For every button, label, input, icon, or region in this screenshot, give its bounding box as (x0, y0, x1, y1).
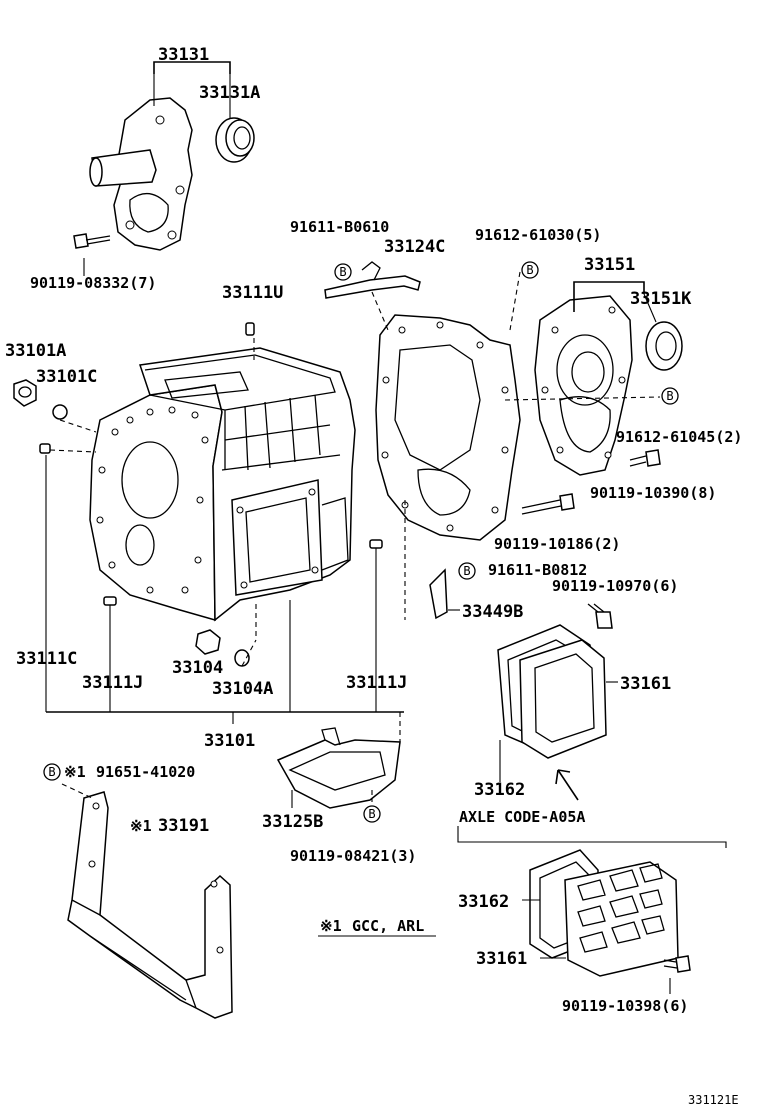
label-33104A: 33104A (212, 679, 273, 699)
label-33131A: 33131A (199, 83, 260, 103)
bolt-90119-08332-drawing (73, 233, 111, 249)
note-symbol: ※1 (320, 917, 342, 935)
breather-hose-drawing (324, 261, 421, 299)
label-33104: 33104 (172, 658, 223, 678)
case-fittings-drawing (13, 322, 383, 667)
label-33151: 33151 (584, 255, 635, 275)
bracket-33191-drawing (67, 791, 233, 1019)
label-33125B: 33125B (262, 812, 323, 832)
label-90119-08332: 90119-08332(7) (30, 274, 156, 292)
axle-code-label: AXLE CODE-A05A (459, 808, 585, 826)
transmission-case-drawing (89, 347, 356, 622)
label-33111C: 33111C (16, 649, 77, 669)
label-33162: 33162 (474, 780, 525, 800)
label-91611-B0610: 91611-B0610 (290, 218, 389, 236)
label-33161: 33161 (620, 674, 671, 694)
oil-seal-33131A-drawing (215, 117, 255, 163)
label-33101: 33101 (204, 731, 255, 751)
bolt-group-b-marker: B (43, 763, 61, 781)
label-90119-08421: 90119-08421(3) (290, 847, 416, 865)
note-text: GCC, ARL (352, 917, 424, 935)
label-33111J: 33111J (346, 673, 407, 693)
svg-text:B: B (666, 389, 673, 403)
label-33111U: 33111U (222, 283, 283, 303)
protector-33125B-drawing (276, 727, 401, 809)
extension-housing-drawing (89, 97, 193, 251)
diagram-code: 331121E (688, 1093, 739, 1107)
svg-text:B: B (368, 807, 375, 821)
label-33131: 33131 (158, 45, 209, 65)
label-33191: 33191 (158, 816, 209, 836)
bolt-group-b-marker: B (334, 263, 352, 281)
svg-text:B: B (48, 765, 55, 779)
label-33449B: 33449B (462, 602, 523, 622)
label-90119-10398: 90119-10398(6) (562, 997, 688, 1015)
oil-seal-33151K-drawing (645, 321, 683, 371)
label-91651-41020: 91651-41020 (96, 763, 195, 781)
bolt-group-b-marker: B (521, 261, 539, 279)
svg-text:B: B (339, 265, 346, 279)
bracket-33449B-drawing (429, 568, 448, 620)
note-symbol: ※1 (130, 817, 152, 835)
bolt-group-b-marker: B (661, 387, 679, 405)
label-33161: 33161 (476, 949, 527, 969)
label-33101C: 33101C (36, 367, 97, 387)
bolt-90119-10970-drawing (587, 603, 613, 629)
bolt-group-b-marker: B (363, 805, 381, 823)
svg-text:B: B (463, 564, 470, 578)
label-33151K: 33151K (630, 289, 692, 309)
label-91612-61045: 91612-61045(2) (616, 428, 742, 446)
label-33101A: 33101A (5, 341, 66, 361)
svg-text:B: B (526, 263, 533, 277)
note-symbol: ※1 (64, 763, 86, 781)
cover-33161-drawing (519, 639, 607, 759)
adapter-plate-drawing (375, 314, 521, 541)
axle-code-cover-drawing (564, 861, 679, 977)
label-33162: 33162 (458, 892, 509, 912)
label-33124C: 33124C (384, 237, 445, 257)
transfer-adapter-drawing (534, 295, 633, 476)
label-90119-10186: 90119-10186(2) (494, 535, 620, 553)
bolt-90119-10186-drawing (521, 493, 575, 515)
label-91612-61030: 91612-61030(5) (475, 226, 601, 244)
bolt-group-b-marker: B (458, 562, 476, 580)
label-33111J: 33111J (82, 673, 143, 693)
bolt-90119-10390-drawing (629, 449, 661, 467)
label-90119-10970: 90119-10970(6) (552, 577, 678, 595)
label-90119-10390: 90119-10390(8) (590, 484, 716, 502)
label-91611-B0812: 91611-B0812 (488, 561, 587, 579)
bolt-90119-10398-drawing (663, 955, 691, 973)
